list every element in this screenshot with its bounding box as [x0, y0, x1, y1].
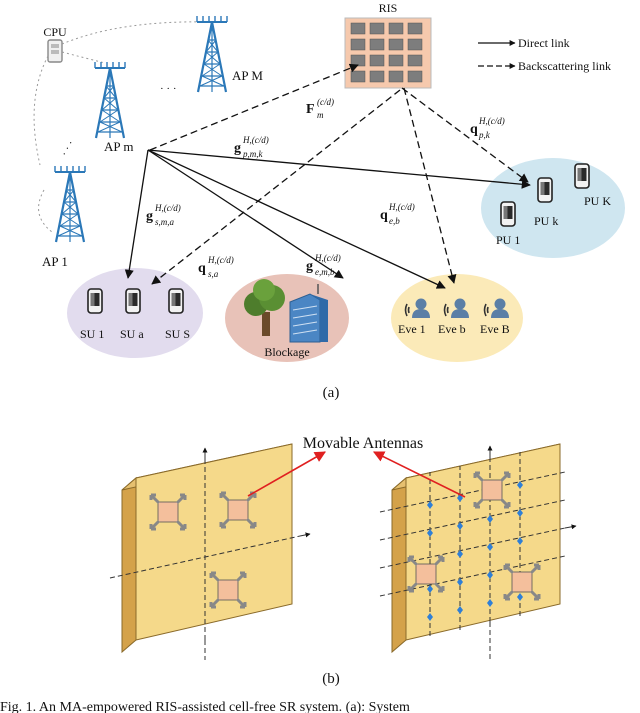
pointer-arrow-left	[247, 451, 326, 497]
eve-B-label: Eve B	[480, 322, 510, 336]
ch-gp: g	[234, 141, 241, 156]
direct-links	[124, 149, 531, 289]
su-a-phone	[125, 288, 141, 314]
pu-k-label: PU k	[534, 214, 558, 228]
backscatter-links	[149, 63, 529, 285]
caption-b: (b)	[322, 671, 340, 687]
ch-gs-sub: s,m,a	[155, 217, 175, 227]
blockage-label: Blockage	[264, 345, 309, 359]
ap-1-label: AP 1	[42, 254, 68, 269]
movable-antennas-title: Movable Antennas	[303, 435, 423, 452]
figure-caption: Fig. 1. An MA-empowered RIS-assisted cel…	[0, 700, 410, 713]
ch-qs-sup: H,(c/d)	[207, 255, 234, 265]
ch-F-sub: m	[317, 110, 324, 120]
ellipsis-ap-vert: · · ·	[59, 138, 78, 158]
ch-qe-sup: H,(c/d)	[388, 202, 415, 212]
primary-users: PU k PU 1 PU K	[496, 163, 611, 247]
ch-qp-sub: p,k	[478, 130, 491, 140]
ris-label: RIS	[379, 1, 398, 15]
grid-points	[427, 481, 523, 621]
movable-antenna-diagram: Movable Antennas	[109, 435, 577, 687]
blockage-objects: Blockage	[244, 279, 328, 359]
left-array-panel	[109, 443, 311, 660]
secondary-users: SU 1 SU a SU S	[80, 288, 190, 341]
ch-gs-sup: H,(c/d)	[154, 203, 181, 213]
ch-qs: q	[198, 261, 206, 276]
pu-K-label: PU K	[584, 194, 611, 208]
eavesdroppers: Eve 1 Eve b Eve B	[398, 297, 510, 336]
ris-panel: RIS	[344, 1, 432, 89]
ch-gp-sup: H,(c/d)	[242, 135, 269, 145]
su-1-phone	[87, 288, 103, 314]
ch-ge-sub: e,m,b	[315, 267, 335, 277]
ap-m-tower	[93, 60, 127, 140]
ch-ge-sup: H,(c/d)	[314, 253, 341, 263]
su-S-label: SU S	[165, 327, 190, 341]
su-S-phone	[168, 288, 184, 314]
ap-m-label: AP m	[104, 139, 134, 154]
cpu-node: CPU	[43, 25, 67, 63]
pu-1-phone	[500, 201, 516, 227]
ch-qp: q	[470, 122, 478, 137]
pu-K-phone	[574, 163, 590, 189]
legend: Direct link Backscattering link	[478, 36, 611, 73]
su-1-label: SU 1	[80, 327, 104, 341]
ch-F: F	[306, 102, 315, 117]
ap-M-tower	[195, 14, 229, 94]
pu-k-phone	[537, 177, 553, 203]
eve-b-label: Eve b	[438, 322, 466, 336]
eve-1-label: Eve 1	[398, 322, 426, 336]
cpu-label: CPU	[43, 25, 67, 39]
system-diagram: CPU AP m AP M AP 1 · · · · · · RIS Direc…	[33, 1, 625, 401]
caption-a: (a)	[323, 385, 340, 401]
right-array-panel	[379, 443, 577, 660]
ap-1-tower	[53, 164, 87, 244]
legend-backscatter: Backscattering link	[518, 59, 611, 73]
pu-1-label: PU 1	[496, 233, 520, 247]
pointer-arrow-right	[372, 451, 466, 498]
ch-qp-sup: H,(c/d)	[478, 116, 505, 126]
ch-qs-sub: s,a	[208, 269, 219, 279]
legend-direct: Direct link	[518, 36, 570, 50]
ap-M-label: AP M	[232, 68, 263, 83]
su-a-label: SU a	[120, 327, 144, 341]
ch-gp-sub: p,m,k	[242, 149, 263, 159]
ch-qe-sub: e,b	[389, 216, 400, 226]
channel-labels: F (c/d) m g H,(c/d) p,m,k q H,(c/d) p,k …	[146, 97, 505, 279]
ch-qe: q	[380, 208, 388, 223]
ch-ge: g	[306, 259, 313, 274]
ch-gs: g	[146, 209, 153, 224]
ellipsis-ap: · · ·	[160, 83, 177, 95]
ch-F-sup: (c/d)	[317, 97, 334, 107]
